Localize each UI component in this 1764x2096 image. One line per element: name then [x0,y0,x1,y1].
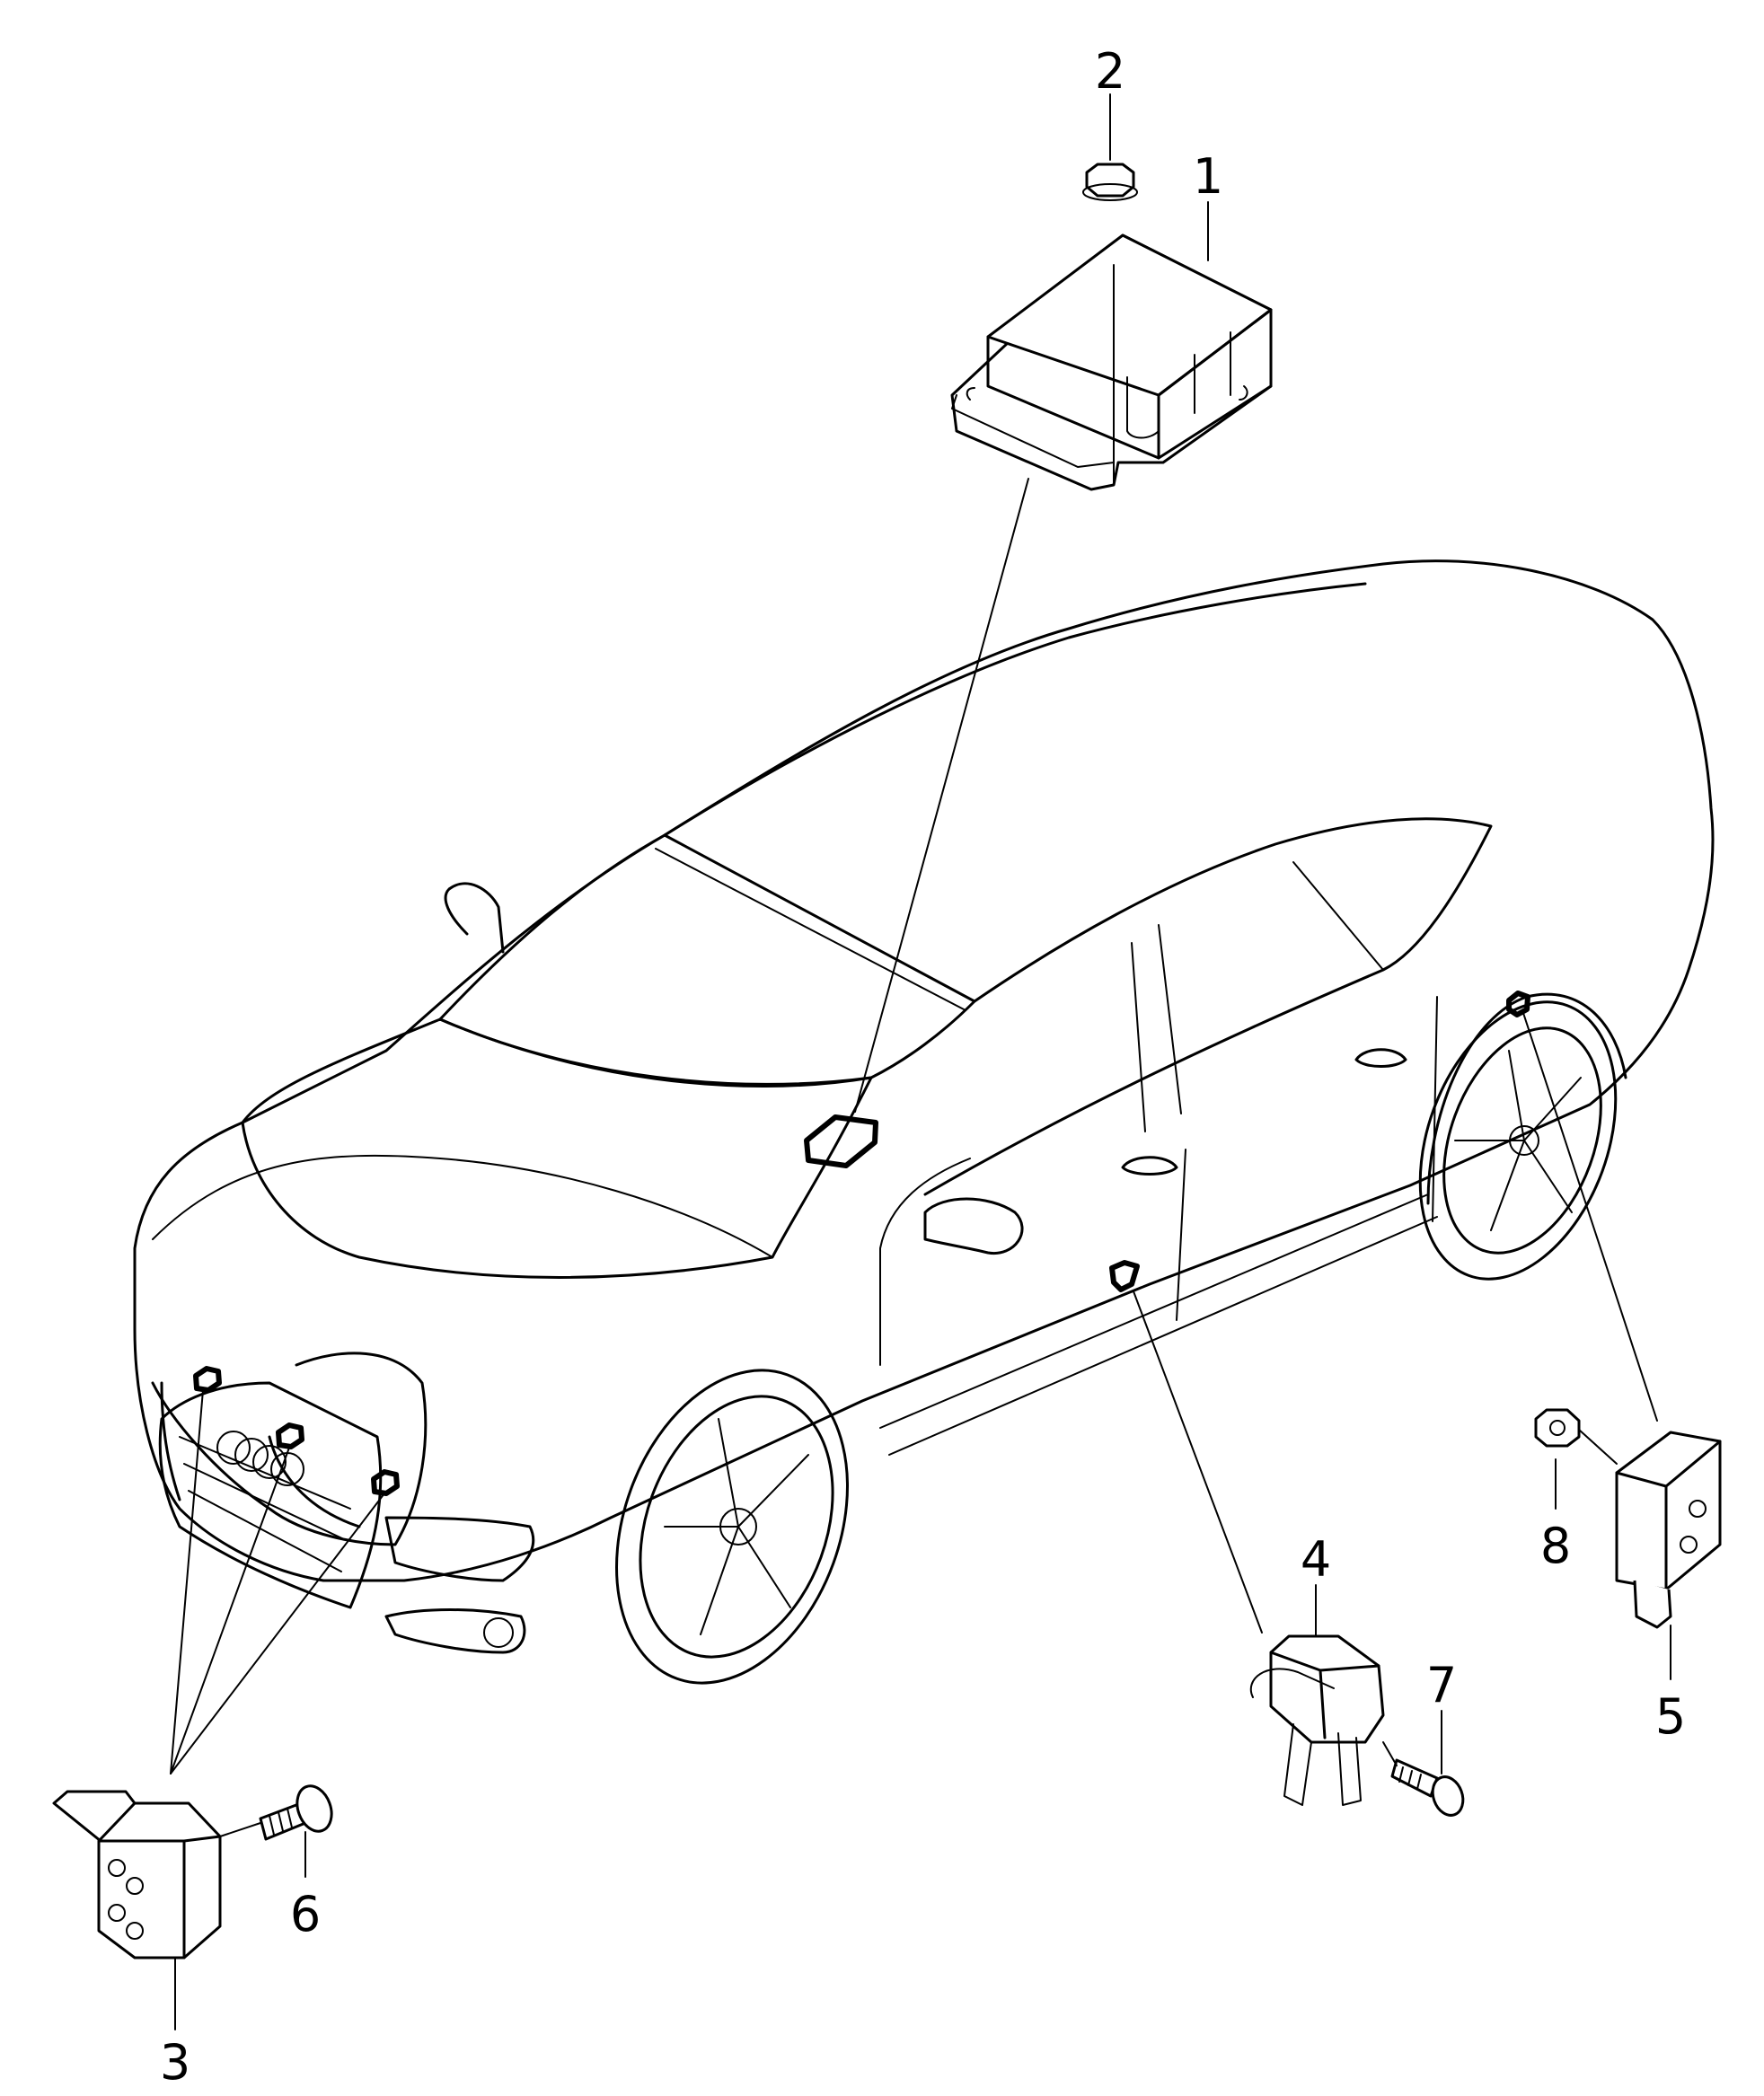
marker-door-sensor [1109,1260,1140,1292]
callout-1: 2 [1095,43,1125,100]
marker-rear-sensor [1506,991,1530,1017]
leader-lines [170,478,1658,1775]
part-8-nut [1534,1408,1618,1510]
callout-5: 5 [1655,1688,1686,1745]
marker-front-sensor-right [371,1469,400,1496]
part-5-rear-sensor [1615,1431,1722,1680]
rear-wheel [1418,1000,1618,1281]
part-2-nut [1082,93,1138,201]
marker-front-sensor-left [193,1366,222,1393]
callout-8: 8 [1540,1518,1571,1574]
callout-7: 7 [1426,1657,1457,1713]
front-wheel [615,1369,849,1685]
marker-airbag-control-unit [804,1114,878,1168]
callout-labels: 2 1 3 4 5 6 7 8 [160,43,1686,2091]
vehicle-outline [133,559,1715,1685]
part-1-control-unit [950,233,1273,491]
part-3-front-sensor [52,1790,222,2030]
marker-front-sensor-center [276,1422,304,1449]
callout-3: 3 [160,2034,190,2091]
location-markers [193,991,1530,1496]
callout-6: 6 [290,1886,321,1942]
part-6-bolt [219,1784,333,1878]
part-7-screw [1382,1710,1465,1817]
part-4-door-sensor [1250,1584,1385,1806]
callout-4: 4 [1301,1531,1331,1588]
callout-2: 1 [1193,148,1223,205]
